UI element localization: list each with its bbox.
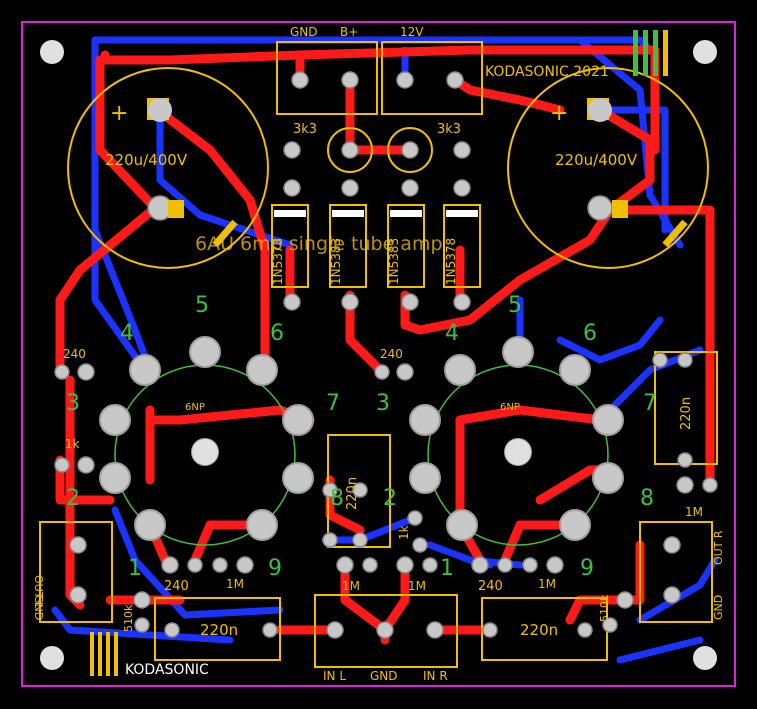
pin-5-left: 5 <box>195 293 209 318</box>
pin-4-right: 4 <box>445 321 459 346</box>
label-in-l: IN L <box>323 669 346 683</box>
label-out-l: OUT L <box>32 575 45 609</box>
diode-3-label: 1N5383 <box>387 238 401 285</box>
res-240-bl-label: 240 <box>164 579 189 594</box>
cap-left-label: 220u/400V <box>105 151 188 169</box>
res-240-left-label: 240 <box>63 347 86 361</box>
res-3k3-left-label: 3k3 <box>293 122 317 137</box>
label-bplus: B+ <box>340 25 358 39</box>
cap-220n-center-label: 220n <box>345 477 360 510</box>
pin-6-right: 6 <box>583 321 597 346</box>
pin-2-right: 2 <box>383 486 397 511</box>
logo-bars <box>90 30 668 676</box>
res-3k3-right-label: 3k3 <box>437 122 461 137</box>
pin-7-left: 7 <box>326 391 340 416</box>
pin-8-left: 8 <box>330 486 344 511</box>
diode-1-label: 1N5378 <box>271 238 285 285</box>
cap-220n-br-label: 220n <box>520 621 558 639</box>
cap-right-label: 220u/400V <box>555 151 638 169</box>
diode-4-label: 1N5378 <box>444 238 458 285</box>
pin-2-left: 2 <box>66 486 80 511</box>
res-1m-right-label: 1M <box>685 505 703 519</box>
tube-left-label: 6NP <box>185 402 205 413</box>
res-1m-bl-label: 1M <box>226 577 244 591</box>
res-1k-right-label: 1k <box>397 525 411 540</box>
brand-bottom: KODASONIC <box>125 662 209 678</box>
top-traces <box>55 45 715 645</box>
label-in-r: IN R <box>423 669 448 683</box>
pin-4-left: 4 <box>120 321 134 346</box>
cap-left-plus: + <box>110 101 128 126</box>
cap-right-plus: + <box>550 101 568 126</box>
pin-9-right: 9 <box>580 556 594 581</box>
res-1k-left-label: 1k <box>65 437 80 451</box>
label-out-r-gnd: GND <box>712 595 725 620</box>
res-510k-left-label: 510k <box>122 604 135 632</box>
cap-plus-pads <box>147 98 688 248</box>
res-1m-in-left-label: 1M <box>342 579 360 593</box>
pin-9-left: 9 <box>268 556 282 581</box>
cap-left-outline <box>67 67 269 269</box>
pin-1-right: 1 <box>440 556 454 581</box>
pin-8-right: 8 <box>640 486 654 511</box>
brand-top: KODASONIC 2021 <box>485 64 609 80</box>
label-12v: 12V <box>400 25 424 39</box>
diode-bands <box>274 210 478 217</box>
mounting-holes <box>40 40 717 670</box>
res-240-right-label: 240 <box>380 347 403 361</box>
pin-6-left: 6 <box>270 321 284 346</box>
tube-right-label: 6NP <box>500 402 520 413</box>
res-240-br-label: 240 <box>478 579 503 594</box>
silk-outlines <box>39 41 718 668</box>
small-pads <box>54 71 718 639</box>
cap-220n-bl-label: 220n <box>200 621 238 639</box>
pin-3-right: 3 <box>376 391 390 416</box>
pin-3-left: 3 <box>66 391 80 416</box>
board-title: 6AU 6mp single tube amp <box>195 233 443 255</box>
pin-1-left: 1 <box>128 556 142 581</box>
res-1m-br-label: 1M <box>538 577 556 591</box>
pin-5-right: 5 <box>508 293 522 318</box>
board-outline <box>21 21 736 687</box>
cap-220n-right-label: 220n <box>679 397 694 430</box>
res-1m-in-right-label: 1M <box>408 579 426 593</box>
label-gnd: GND <box>290 25 318 39</box>
label-in-gnd: GND <box>370 669 398 683</box>
cap-right-outline <box>507 67 709 269</box>
label-out-r: OUT R <box>712 530 725 565</box>
label-out-l-gnd: GND <box>32 595 45 620</box>
pin-7-right: 7 <box>643 391 657 416</box>
res-510k-right-label: 510k <box>598 594 611 622</box>
diode-2-label: 1N5383 <box>329 238 343 285</box>
